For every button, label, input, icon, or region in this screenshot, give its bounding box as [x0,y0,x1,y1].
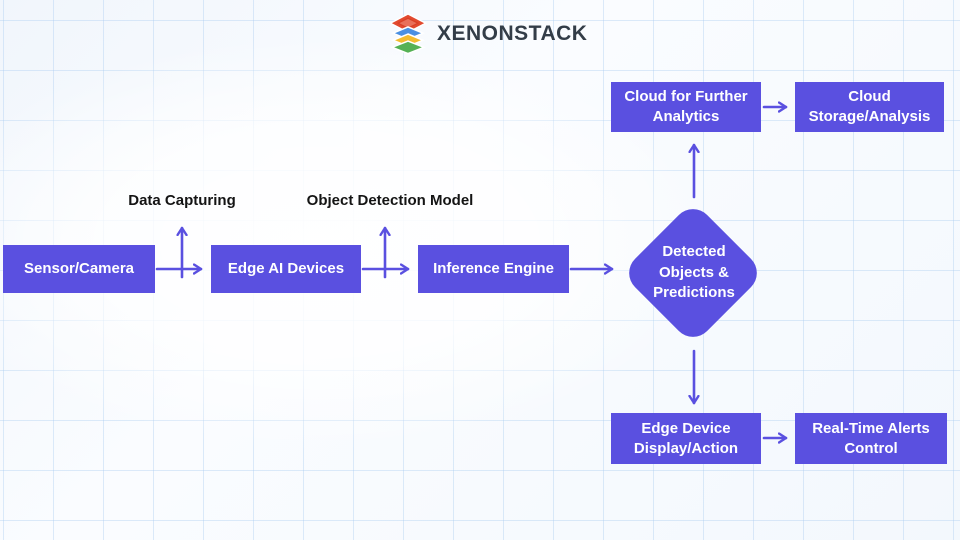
brand-wordmark: XENONSTACK [437,22,588,45]
node-cloud-for-further-analytics-label: Cloud for Further Analytics [624,88,748,125]
node-edge-device-display-action: Edge Device Display/Action [611,413,761,464]
node-inference-engine: Inference Engine [418,245,569,293]
edge-label-data-capturing: Data Capturing [128,192,236,209]
layer-stack-icon [389,13,427,55]
node-sensor-camera-label: Sensor/Camera [23,260,135,278]
node-real-time-alerts-control: Real-Time Alerts Control [795,413,947,464]
node-cloud-storage-analysis: Cloud Storage/Analysis [795,82,944,132]
node-cloud-storage-analysis-label: Cloud Storage/Analysis [808,88,931,125]
node-inference-engine-label: Inference Engine [433,260,554,278]
node-edge-ai-devices-label: Edge AI Devices [227,260,345,278]
node-detected-objects-label: Detected Objects & Predictions [653,243,735,302]
node-sensor-camera: Sensor/Camera [3,245,155,293]
edge-label-object-detection-model: Object Detection Model [306,192,474,209]
node-edge-device-display-action-label: Edge Device Display/Action [633,419,739,457]
node-edge-ai-devices: Edge AI Devices [211,245,361,293]
node-real-time-alerts-control-label: Real-Time Alerts Control [812,419,930,457]
brand-header: XENONSTACK [388,12,587,56]
node-cloud-for-further-analytics: Cloud for Further Analytics [611,82,761,132]
